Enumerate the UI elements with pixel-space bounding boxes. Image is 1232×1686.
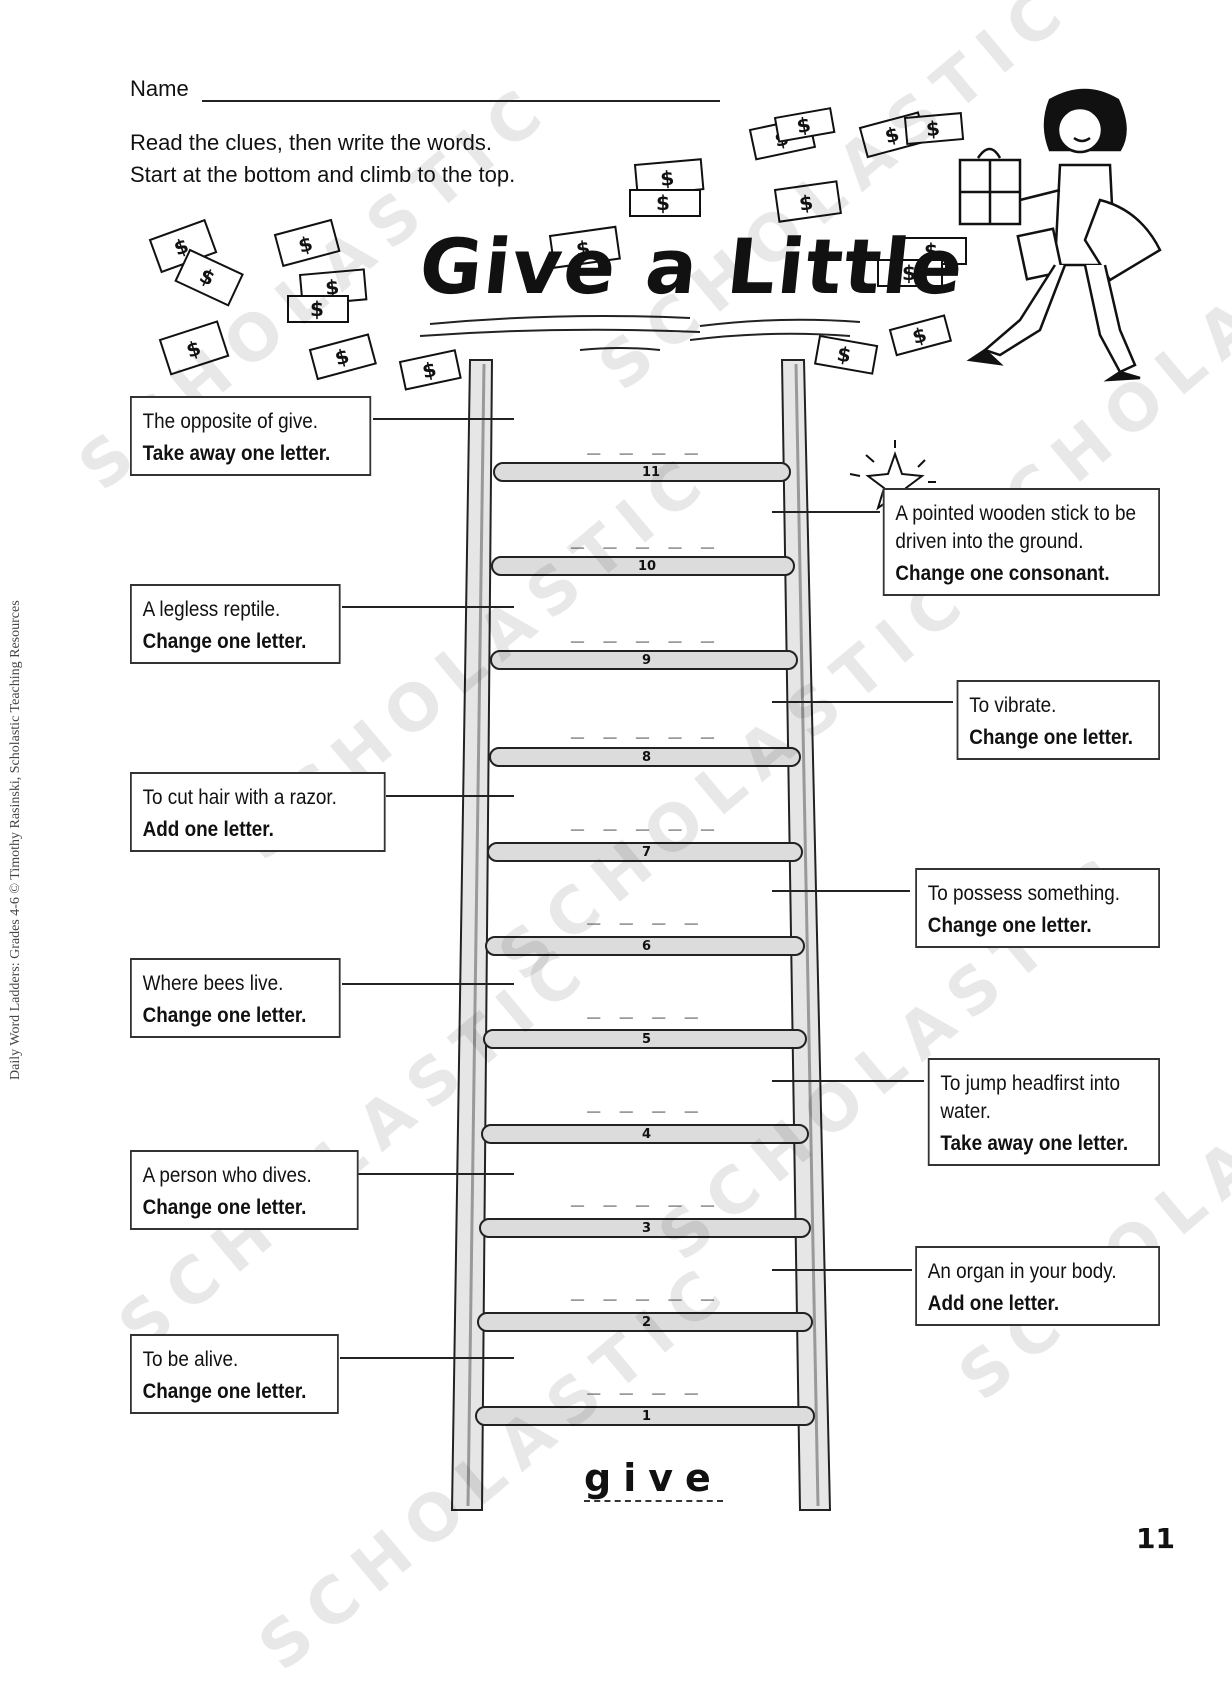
clue-instruction: Add one letter. <box>142 818 274 841</box>
rung-3 <box>479 1218 811 1238</box>
rung-number-2: 2 <box>642 1315 652 1330</box>
clue-box-4: To jump headfirst into water. Take away … <box>927 1058 1160 1166</box>
answer-blanks-2[interactable]: _ _ _ _ _ <box>570 1276 718 1301</box>
clue-box-10: A pointed wooden stick to be driven into… <box>882 488 1160 596</box>
instruction-line-2: Start at the bottom and climb to the top… <box>130 162 516 187</box>
rung-number-1: 1 <box>642 1409 652 1424</box>
copyright-sidebar: Daily Word Ladders: Grades 4-6 © Timothy… <box>8 600 23 1080</box>
rung-number-3: 3 <box>642 1221 652 1236</box>
clue-text: To cut hair with a razor. <box>142 786 337 809</box>
rung-1 <box>475 1406 815 1426</box>
answer-blanks-3[interactable]: _ _ _ _ _ <box>570 1182 718 1207</box>
clue-box-8: To vibrate. Change one letter. <box>956 680 1160 760</box>
svg-text:$: $ <box>574 236 591 262</box>
clue-instruction: Change one letter. <box>142 630 307 653</box>
svg-text:$: $ <box>795 112 813 138</box>
clue-text: To be alive. <box>142 1348 239 1371</box>
answer-blanks-11[interactable]: _ _ _ _ <box>587 430 701 455</box>
clue-instruction: Change one letter. <box>927 914 1092 937</box>
rung-number-4: 4 <box>642 1127 652 1142</box>
rung-4 <box>481 1124 809 1144</box>
rung-9 <box>490 650 798 670</box>
dollar-bill-icon: $ $ $ $ $ $ $ $ $ $ $ $ $ $ $ $ $ $ $ $ <box>148 107 967 391</box>
rung-6 <box>485 936 805 956</box>
svg-text:$: $ <box>324 275 340 300</box>
rung-number-9: 9 <box>642 653 652 668</box>
clue-instruction: Change one letter. <box>969 726 1134 749</box>
svg-text:$: $ <box>296 231 316 258</box>
answer-blanks-7[interactable]: _ _ _ _ _ <box>570 806 718 831</box>
answer-blanks-5[interactable]: _ _ _ _ <box>587 994 701 1019</box>
rung-8 <box>489 747 801 767</box>
answer-blanks-8[interactable]: _ _ _ _ _ <box>570 714 718 739</box>
clue-box-1: To be alive. Change one letter. <box>130 1334 339 1414</box>
start-word: give <box>584 1456 724 1502</box>
clue-box-11: The opposite of give. Take away one lett… <box>130 396 372 476</box>
clue-text: To vibrate. <box>969 694 1057 717</box>
clue-instruction: Take away one letter. <box>940 1132 1129 1155</box>
rung-number-10: 10 <box>638 559 657 574</box>
rung-number-7: 7 <box>642 845 652 860</box>
svg-text:$: $ <box>910 322 930 349</box>
rung-5 <box>483 1029 807 1049</box>
rung-7 <box>487 842 803 862</box>
svg-text:$: $ <box>420 357 439 383</box>
start-word-text: give <box>584 1456 723 1502</box>
rung-number-5: 5 <box>642 1032 652 1047</box>
clue-text: To jump headfirst into water. <box>940 1072 1121 1123</box>
girl-with-gift-illustration <box>958 88 1162 382</box>
svg-text:$: $ <box>835 341 853 367</box>
clue-text: Where bees live. <box>142 972 284 995</box>
answer-blanks-10[interactable]: _ _ _ _ _ <box>570 524 718 549</box>
svg-text:$: $ <box>656 191 670 215</box>
clue-box-9: A legless reptile. Change one letter. <box>130 584 341 664</box>
rung-2 <box>477 1312 813 1332</box>
answer-blanks-9[interactable]: _ _ _ _ _ <box>570 618 718 643</box>
clue-text: A pointed wooden stick to be driven into… <box>895 502 1137 553</box>
ladder-illustration: $ $ $ $ $ $ $ $ $ $ $ $ $ $ $ $ $ $ $ $ <box>148 88 1162 1511</box>
clue-box-2: An organ in your body. Add one letter. <box>915 1246 1160 1326</box>
clue-box-3: A person who dives. Change one letter. <box>130 1150 359 1230</box>
clue-box-6: To possess something. Change one letter. <box>915 868 1160 948</box>
clue-instruction: Change one letter. <box>142 1196 307 1219</box>
clue-text: A person who dives. <box>142 1164 312 1187</box>
clue-instruction: Change one letter. <box>142 1380 307 1403</box>
instruction-line-1: Read the clues, then write the words. <box>130 130 492 155</box>
clue-instruction: Take away one letter. <box>142 442 331 465</box>
name-field[interactable] <box>202 100 720 102</box>
clue-text: An organ in your body. <box>927 1260 1117 1283</box>
clue-box-5: Where bees live. Change one letter. <box>130 958 341 1038</box>
page-number: 11 <box>1136 1522 1175 1555</box>
ladder-left-rail <box>450 359 494 1511</box>
svg-text:$: $ <box>310 297 324 321</box>
rung-11 <box>493 462 791 482</box>
answer-blanks-1[interactable]: _ _ _ _ <box>587 1370 701 1395</box>
name-label: Name <box>130 76 189 101</box>
svg-text:$: $ <box>659 166 675 191</box>
clue-box-7: To cut hair with a razor. Add one letter… <box>130 772 386 852</box>
svg-text:$: $ <box>797 190 814 216</box>
clue-text: The opposite of give. <box>142 410 319 433</box>
svg-text:$: $ <box>925 116 941 141</box>
svg-text:$: $ <box>882 122 902 149</box>
rung-number-8: 8 <box>642 750 652 765</box>
answer-blanks-4[interactable]: _ _ _ _ <box>587 1088 701 1113</box>
clue-text: A legless reptile. <box>142 598 281 621</box>
answer-blanks-6[interactable]: _ _ _ _ <box>587 900 701 925</box>
page-title: Give a Little <box>415 222 970 311</box>
rung-number-6: 6 <box>642 939 652 954</box>
rung-10 <box>491 556 795 576</box>
svg-text:$: $ <box>902 261 916 285</box>
clue-instruction: Change one consonant. <box>895 562 1110 585</box>
svg-text:$: $ <box>332 344 352 371</box>
clue-text: To possess something. <box>927 882 1121 905</box>
clue-instruction: Add one letter. <box>927 1292 1060 1315</box>
svg-text:$: $ <box>924 239 938 263</box>
clue-instruction: Change one letter. <box>142 1004 307 1027</box>
